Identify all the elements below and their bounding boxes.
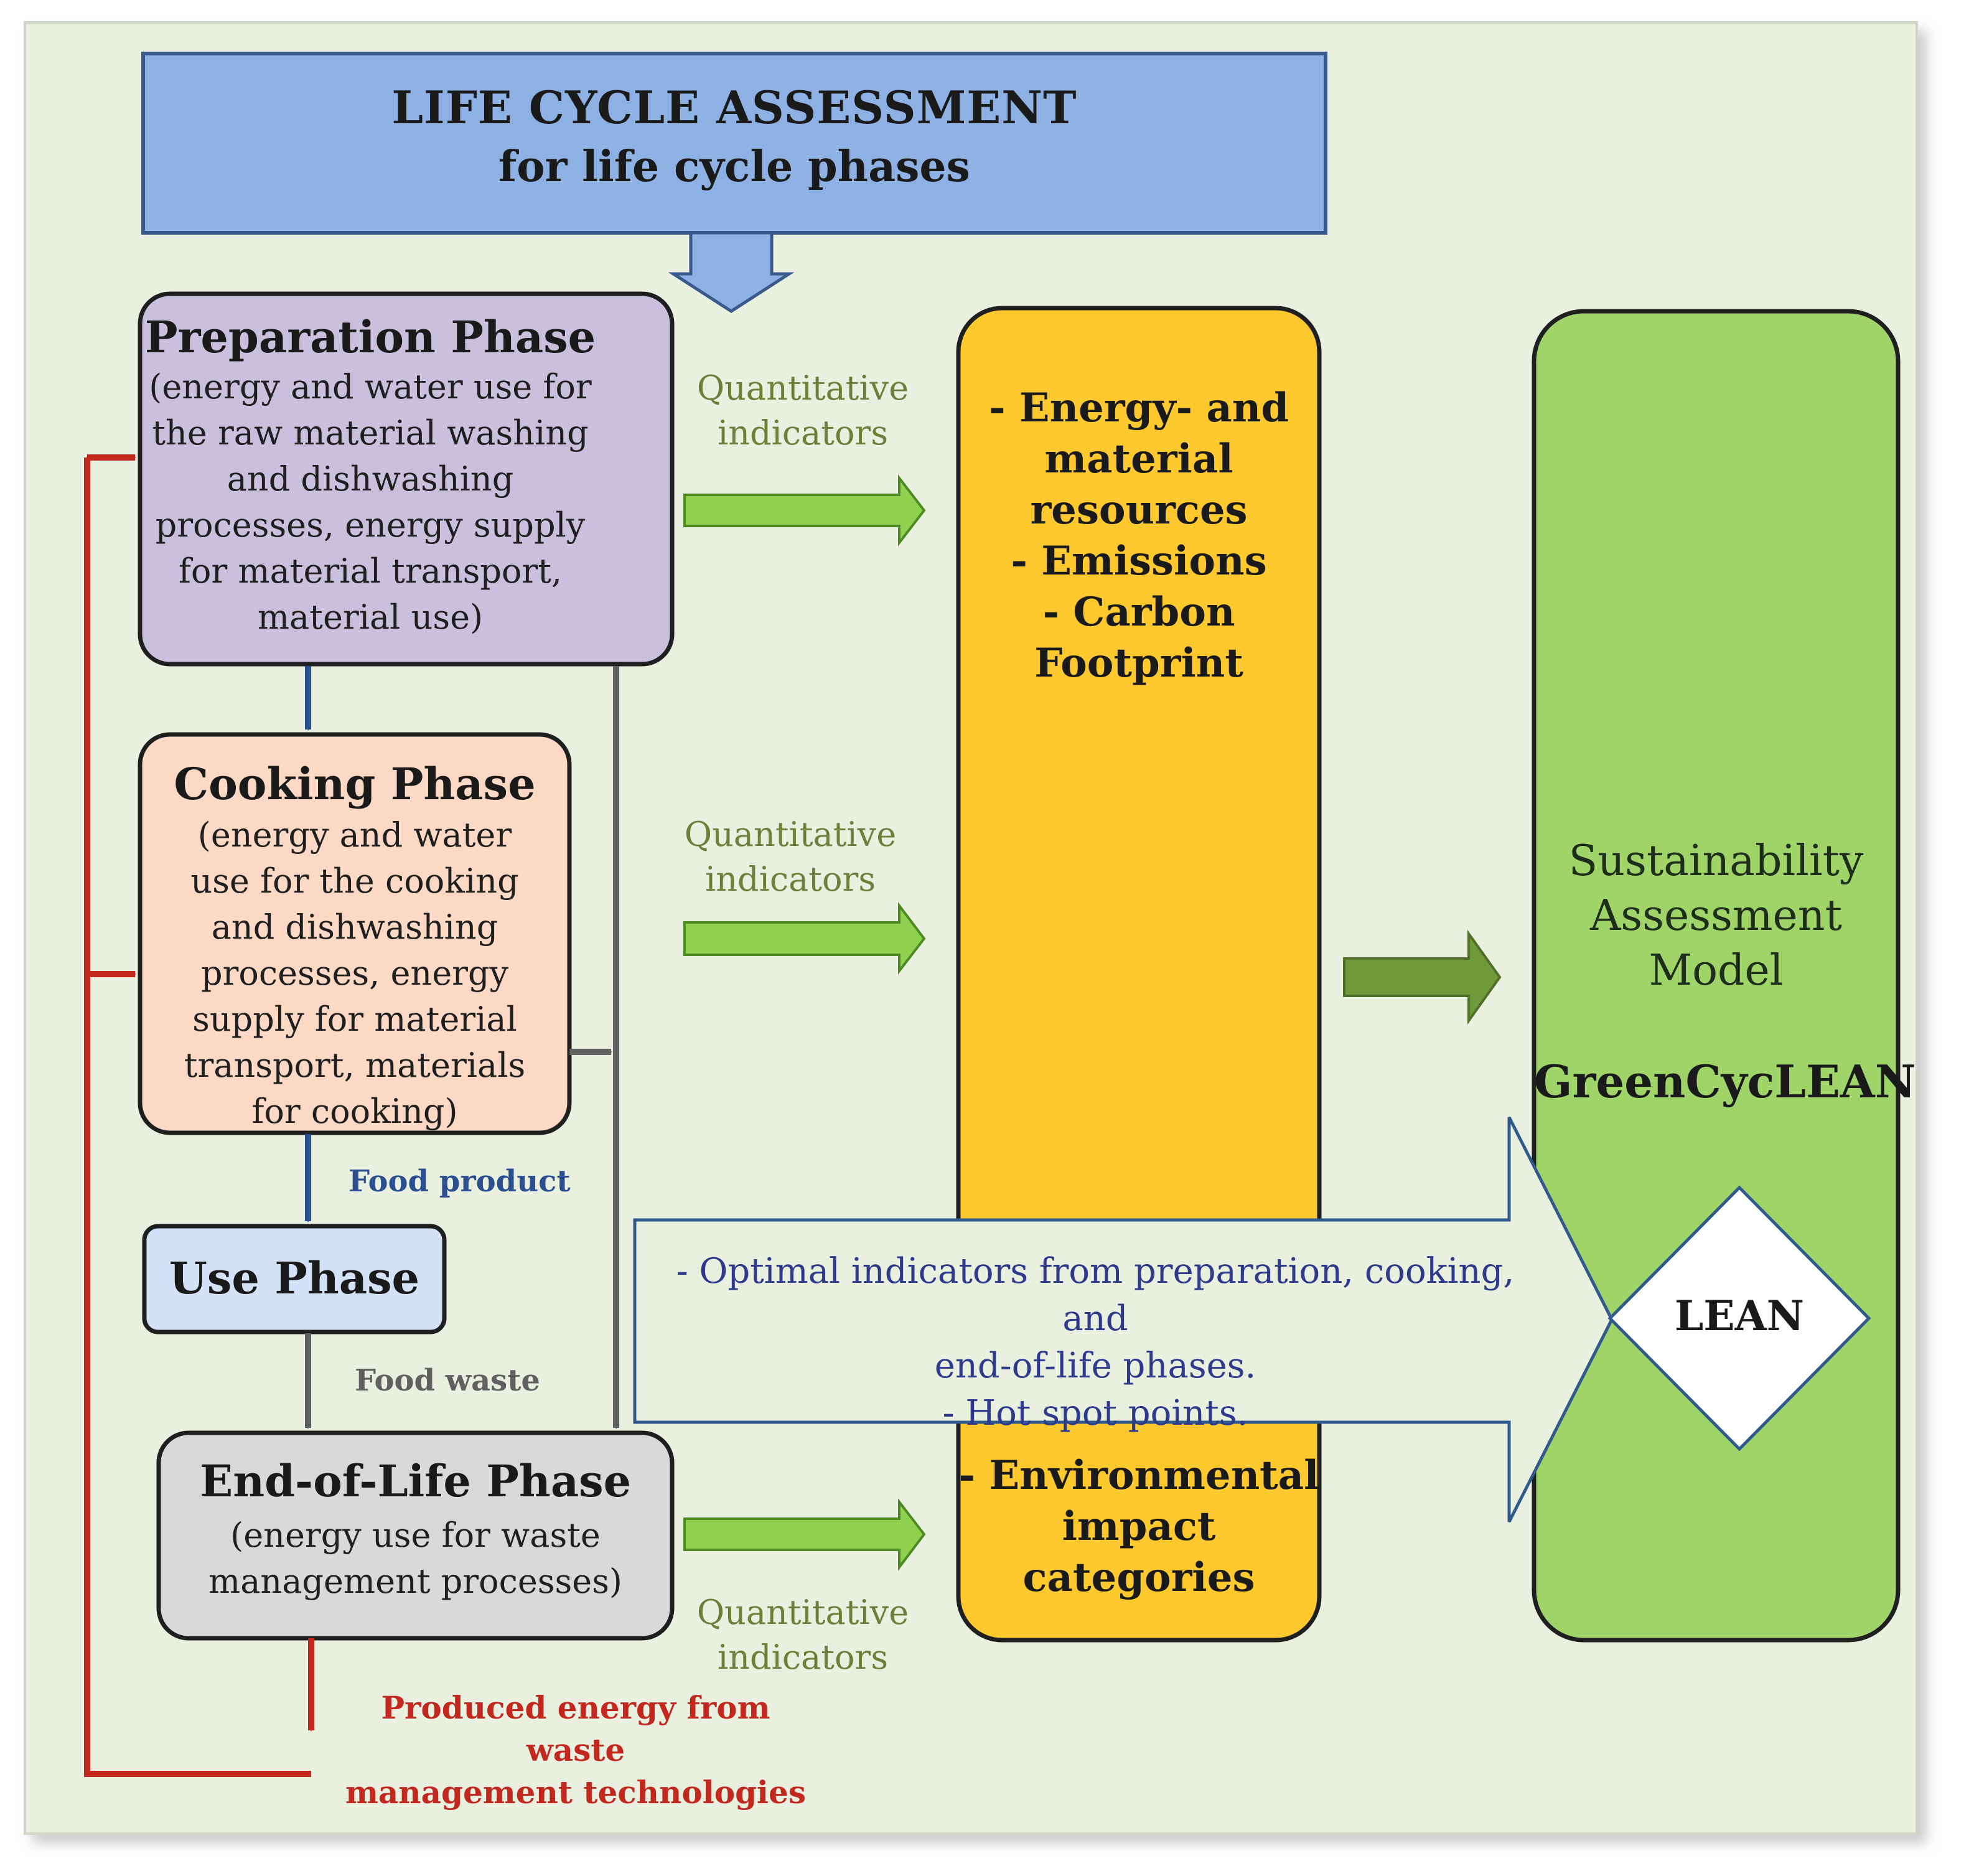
qi-line: indicators xyxy=(704,860,876,899)
red-loop-return-path xyxy=(84,456,311,1777)
qi-line: Quantitative xyxy=(696,1593,909,1632)
food-waste-label: Food waste xyxy=(355,1363,540,1398)
callout-line: - Hot spot points. xyxy=(942,1393,1248,1433)
quantitative-indicators-bottom: Quantitative indicators xyxy=(678,1590,927,1680)
end-of-life-desc-line: (energy use for waste xyxy=(230,1516,601,1555)
end-of-life-phase-description: (energy use for waste management process… xyxy=(159,1513,672,1605)
preparation-desc-line: for material transport, xyxy=(178,551,563,591)
quantitative-indicators-middle: Quantitative indicators xyxy=(666,812,915,902)
preparation-desc-line: processes, energy supply xyxy=(155,505,586,545)
preparation-phase-title: Preparation Phase xyxy=(144,311,596,363)
impact-line: material xyxy=(1044,436,1233,482)
cooking-desc-line: supply for material xyxy=(192,1000,517,1039)
lean-diamond xyxy=(1607,1185,1871,1452)
cooking-desc-line: processes, energy xyxy=(200,954,509,993)
cooking-desc-line: transport, materials xyxy=(184,1046,526,1085)
header-title: LIFE CYCLE ASSESSMENT xyxy=(391,81,1077,134)
green-arrow-cooking xyxy=(683,902,926,975)
cooking-phase-description: (energy and water use for the cooking an… xyxy=(140,812,569,1135)
preparation-desc-line: the raw material washing xyxy=(152,413,589,453)
produced-energy-line: management technologies xyxy=(345,1774,807,1811)
callout-arrow xyxy=(633,1116,1614,1523)
preparation-desc-line: and dishwashing xyxy=(227,459,514,499)
impact-line: Footprint xyxy=(1034,640,1243,687)
impact-line: - Environmental xyxy=(958,1452,1319,1499)
model-line: Model xyxy=(1649,946,1784,995)
impact-column-categories: - Environmental impact categories xyxy=(958,1450,1319,1603)
qi-line: Quantitative xyxy=(696,368,909,408)
cooking-desc-line: for cooking) xyxy=(251,1092,458,1131)
qi-line: Quantitative xyxy=(684,815,897,854)
end-of-life-desc-line: management processes) xyxy=(208,1562,622,1601)
preparation-phase-description: (energy and water use for the raw materi… xyxy=(140,364,601,640)
green-arrow-preparation xyxy=(683,474,926,546)
end-of-life-phase-box xyxy=(156,1430,675,1641)
quantitative-indicators-top: Quantitative indicators xyxy=(678,366,927,456)
cooking-desc-line: (energy and water xyxy=(197,815,512,855)
cooking-desc-line: use for the cooking xyxy=(190,861,519,901)
preparation-desc-line: (energy and water use for xyxy=(149,367,592,406)
impact-line: - Carbon xyxy=(1042,589,1235,635)
end-of-life-phase-title: End-of-Life Phase xyxy=(199,1455,632,1507)
header-subtitle: for life cycle phases xyxy=(498,142,970,192)
produced-energy-line: Produced energy from waste xyxy=(381,1689,770,1768)
callout-text: - Optimal indicators from preparation, c… xyxy=(641,1248,1550,1437)
callout-line: - Optimal indicators from preparation, c… xyxy=(676,1251,1515,1339)
impact-line: resources xyxy=(1030,487,1248,533)
lean-label: LEAN xyxy=(1674,1292,1805,1340)
produced-energy-label: Produced energy from waste management te… xyxy=(336,1687,815,1814)
impact-column-indicators: - Energy- and material resources - Emiss… xyxy=(958,383,1319,689)
callout-line: end-of-life phases. xyxy=(934,1346,1256,1386)
food-product-label: Food product xyxy=(348,1164,571,1199)
model-name: GreenCycLEAN xyxy=(1534,1055,1916,1108)
green-arrow-end-of-life xyxy=(683,1498,926,1571)
qi-line: indicators xyxy=(717,1638,889,1677)
cooking-phase-title: Cooking Phase xyxy=(174,758,536,810)
header-box xyxy=(141,52,1327,235)
cooking-desc-line: and dishwashing xyxy=(211,908,498,947)
model-line: Sustainability xyxy=(1568,837,1864,886)
dark-green-arrow-to-model xyxy=(1343,929,1502,1025)
impact-line: - Emissions xyxy=(1011,538,1267,584)
use-phase-box xyxy=(142,1224,447,1334)
header-down-arrow xyxy=(668,231,795,313)
impact-line: impact categories xyxy=(1022,1503,1255,1601)
cooking-phase-box xyxy=(138,732,572,1135)
use-phase-title: Use Phase xyxy=(169,1252,420,1304)
model-line: Assessment xyxy=(1590,891,1842,940)
model-column-title: Sustainability Assessment Model xyxy=(1534,834,1898,998)
preparation-phase-box xyxy=(138,291,675,667)
impact-line: - Energy- and xyxy=(988,385,1289,431)
qi-line: indicators xyxy=(717,413,889,453)
preparation-desc-line: material use) xyxy=(257,598,484,637)
